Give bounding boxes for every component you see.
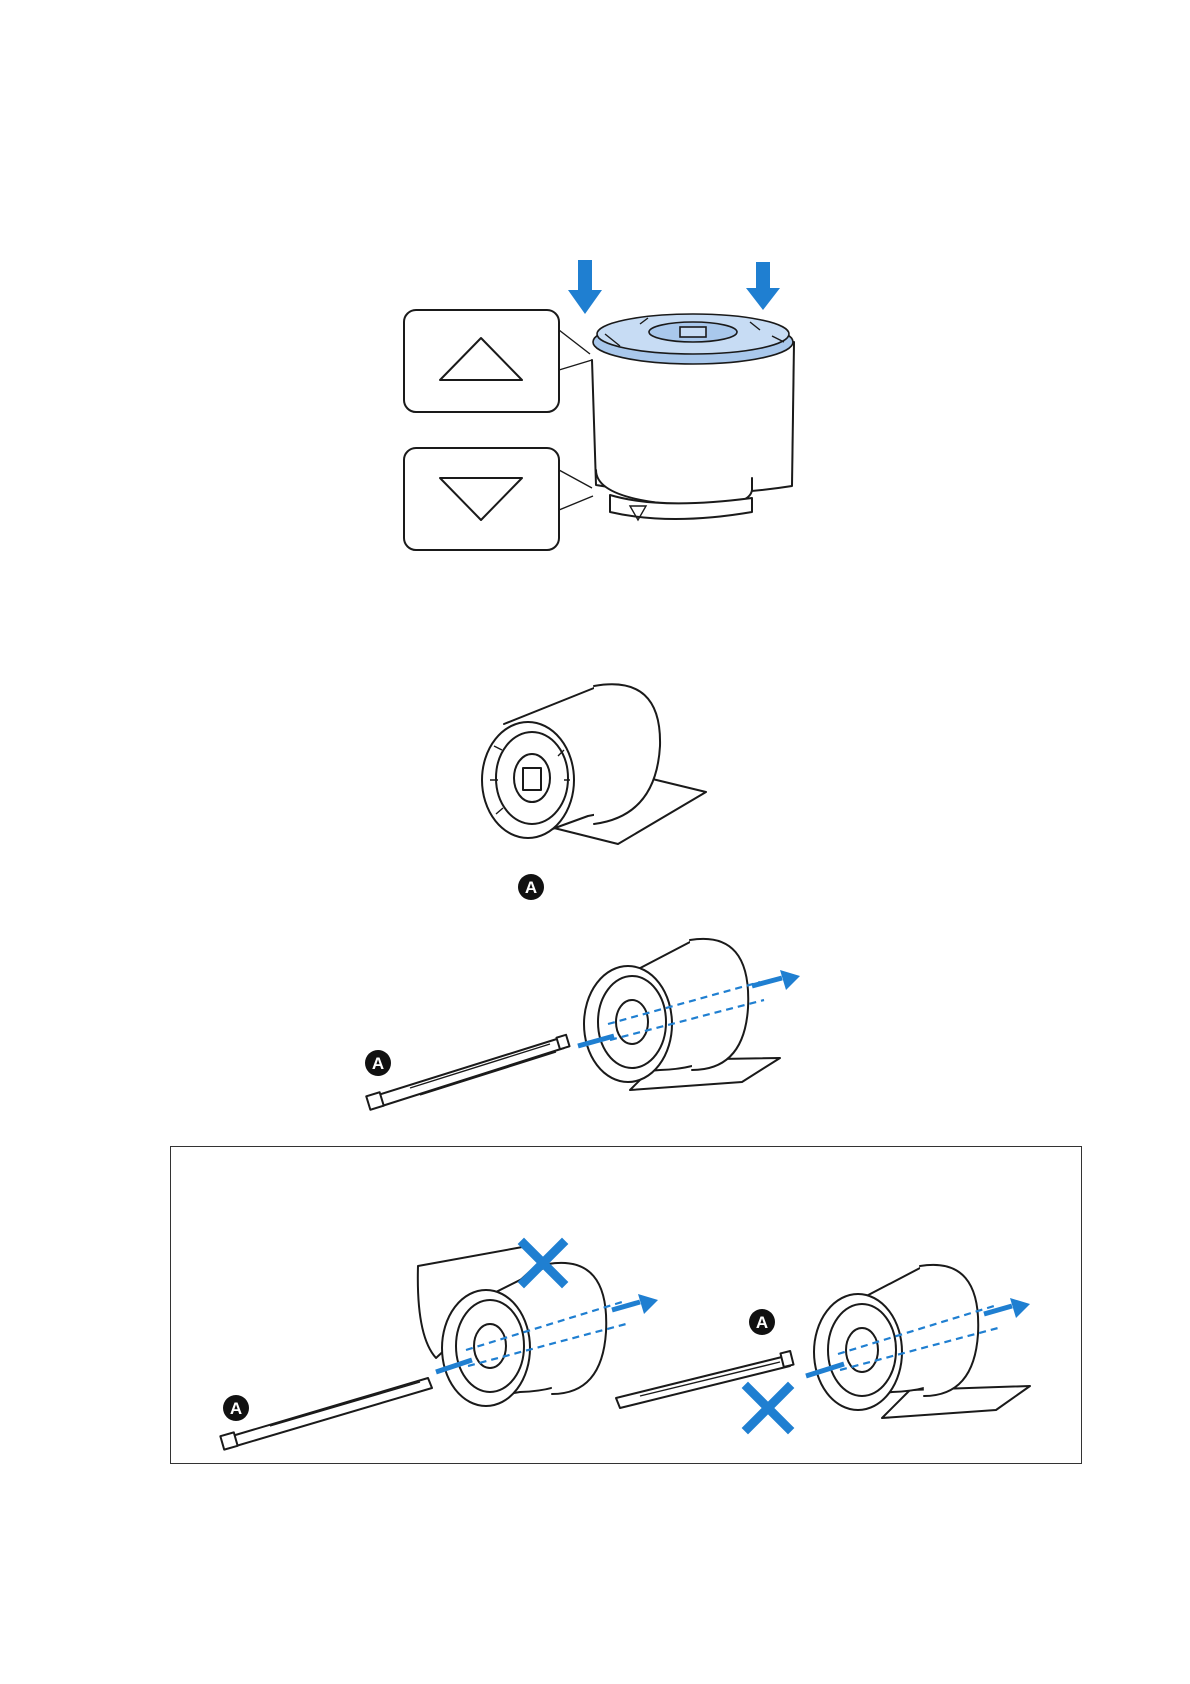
cross-icon [748, 1388, 788, 1428]
flange-alignment-figure [400, 270, 820, 560]
label-a-right: A [749, 1309, 775, 1335]
svg-text:A: A [372, 1054, 384, 1073]
incorrect-example-left: A [210, 1240, 670, 1460]
top-flange [593, 314, 793, 364]
label-a-left: A [223, 1395, 249, 1421]
spindle-insertion-figure: A [360, 920, 800, 1120]
callout-top [404, 310, 592, 412]
press-arrow-left [568, 260, 602, 314]
bottom-flange [596, 470, 752, 520]
label-a-text: A [525, 878, 537, 897]
incorrect-example-right: A [610, 1240, 1050, 1460]
press-arrow-right [746, 262, 780, 310]
roll-paper-figure [470, 676, 730, 866]
near-flange [482, 722, 574, 838]
svg-text:A: A [230, 1399, 242, 1418]
svg-text:A: A [756, 1313, 768, 1332]
label-a-spindle: A [365, 1050, 391, 1076]
callout-bottom [404, 448, 593, 550]
spindle [366, 1035, 569, 1110]
near-flange [584, 966, 672, 1082]
label-a-badge: A [517, 873, 545, 901]
